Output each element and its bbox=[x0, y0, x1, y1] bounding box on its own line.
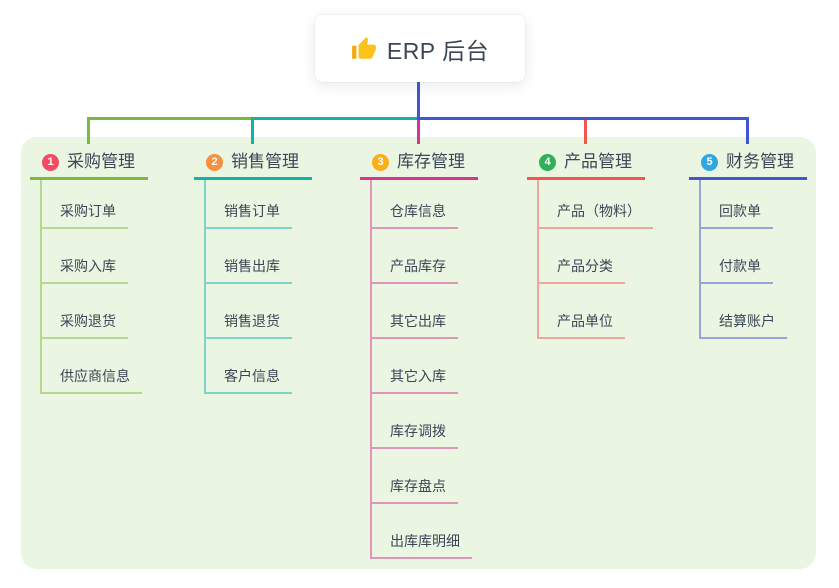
child-node[interactable]: 采购订单 bbox=[42, 180, 128, 229]
child-node[interactable]: 产品库存 bbox=[372, 229, 458, 284]
child-node[interactable]: 采购入库 bbox=[42, 229, 128, 284]
branch-number-badge: 2 bbox=[206, 153, 223, 171]
root-connector bbox=[417, 82, 420, 120]
branch-connector-2 bbox=[251, 117, 254, 144]
branch-4: 4 产品管理 产品（物料）产品分类产品单位 bbox=[527, 151, 653, 339]
branch-children: 产品（物料）产品分类产品单位 bbox=[537, 180, 653, 339]
branch-children: 采购订单采购入库采购退货供应商信息 bbox=[40, 180, 142, 394]
branch-3: 3 库存管理 仓库信息产品库存其它出库其它入库库存调拨库存盘点出库库明细 bbox=[360, 151, 478, 559]
child-node[interactable]: 客户信息 bbox=[206, 339, 292, 394]
root-node[interactable]: ERP 后台 bbox=[315, 15, 525, 82]
child-node[interactable]: 仓库信息 bbox=[372, 180, 458, 229]
branch-title[interactable]: 5 财务管理 bbox=[689, 151, 807, 180]
trunk-segment-2 bbox=[251, 117, 417, 120]
child-node[interactable]: 回款单 bbox=[701, 180, 773, 229]
child-node[interactable]: 采购退货 bbox=[42, 284, 128, 339]
branch-connector-1 bbox=[87, 117, 90, 144]
child-node[interactable]: 销售退货 bbox=[206, 284, 292, 339]
branch-children: 仓库信息产品库存其它出库其它入库库存调拨库存盘点出库库明细 bbox=[370, 180, 472, 559]
child-node[interactable]: 付款单 bbox=[701, 229, 773, 284]
branch-title[interactable]: 4 产品管理 bbox=[527, 151, 645, 180]
branch-number-badge: 3 bbox=[372, 153, 389, 171]
branch-title[interactable]: 1 采购管理 bbox=[30, 151, 148, 180]
child-node[interactable]: 出库库明细 bbox=[372, 504, 472, 559]
child-node[interactable]: 供应商信息 bbox=[42, 339, 142, 394]
branch-connector-5 bbox=[746, 117, 749, 144]
child-node[interactable]: 其它出库 bbox=[372, 284, 458, 339]
branch-label: 产品管理 bbox=[564, 152, 632, 171]
branch-label: 库存管理 bbox=[397, 152, 465, 171]
trunk-segment-1 bbox=[87, 117, 251, 120]
branch-number-badge: 4 bbox=[539, 153, 556, 171]
child-node[interactable]: 销售出库 bbox=[206, 229, 292, 284]
branch-label: 销售管理 bbox=[231, 152, 299, 171]
branch-5: 5 财务管理 回款单付款单结算账户 bbox=[689, 151, 807, 339]
branch-connector-3 bbox=[417, 117, 420, 144]
branch-number-badge: 5 bbox=[701, 153, 718, 171]
branch-title[interactable]: 2 销售管理 bbox=[194, 151, 312, 180]
child-node[interactable]: 产品分类 bbox=[539, 229, 625, 284]
child-node[interactable]: 产品单位 bbox=[539, 284, 625, 339]
root-title: ERP 后台 bbox=[386, 37, 490, 64]
trunk-segment-3 bbox=[417, 117, 749, 120]
child-node[interactable]: 库存调拨 bbox=[372, 394, 458, 449]
child-node[interactable]: 其它入库 bbox=[372, 339, 458, 394]
thumbs-up-icon bbox=[351, 36, 377, 62]
branch-1: 1 采购管理 采购订单采购入库采购退货供应商信息 bbox=[30, 151, 148, 394]
branch-label: 采购管理 bbox=[67, 152, 135, 171]
branch-2: 2 销售管理 销售订单销售出库销售退货客户信息 bbox=[194, 151, 312, 394]
branches-panel bbox=[21, 137, 816, 569]
child-node[interactable]: 销售订单 bbox=[206, 180, 292, 229]
branch-number-badge: 1 bbox=[42, 153, 59, 171]
branch-connector-4 bbox=[584, 117, 587, 144]
child-node[interactable]: 库存盘点 bbox=[372, 449, 458, 504]
child-node[interactable]: 结算账户 bbox=[701, 284, 787, 339]
branch-children: 销售订单销售出库销售退货客户信息 bbox=[204, 180, 292, 394]
branch-label: 财务管理 bbox=[726, 152, 794, 171]
branch-children: 回款单付款单结算账户 bbox=[699, 180, 787, 339]
child-node[interactable]: 产品（物料） bbox=[539, 180, 653, 229]
branch-title[interactable]: 3 库存管理 bbox=[360, 151, 478, 180]
